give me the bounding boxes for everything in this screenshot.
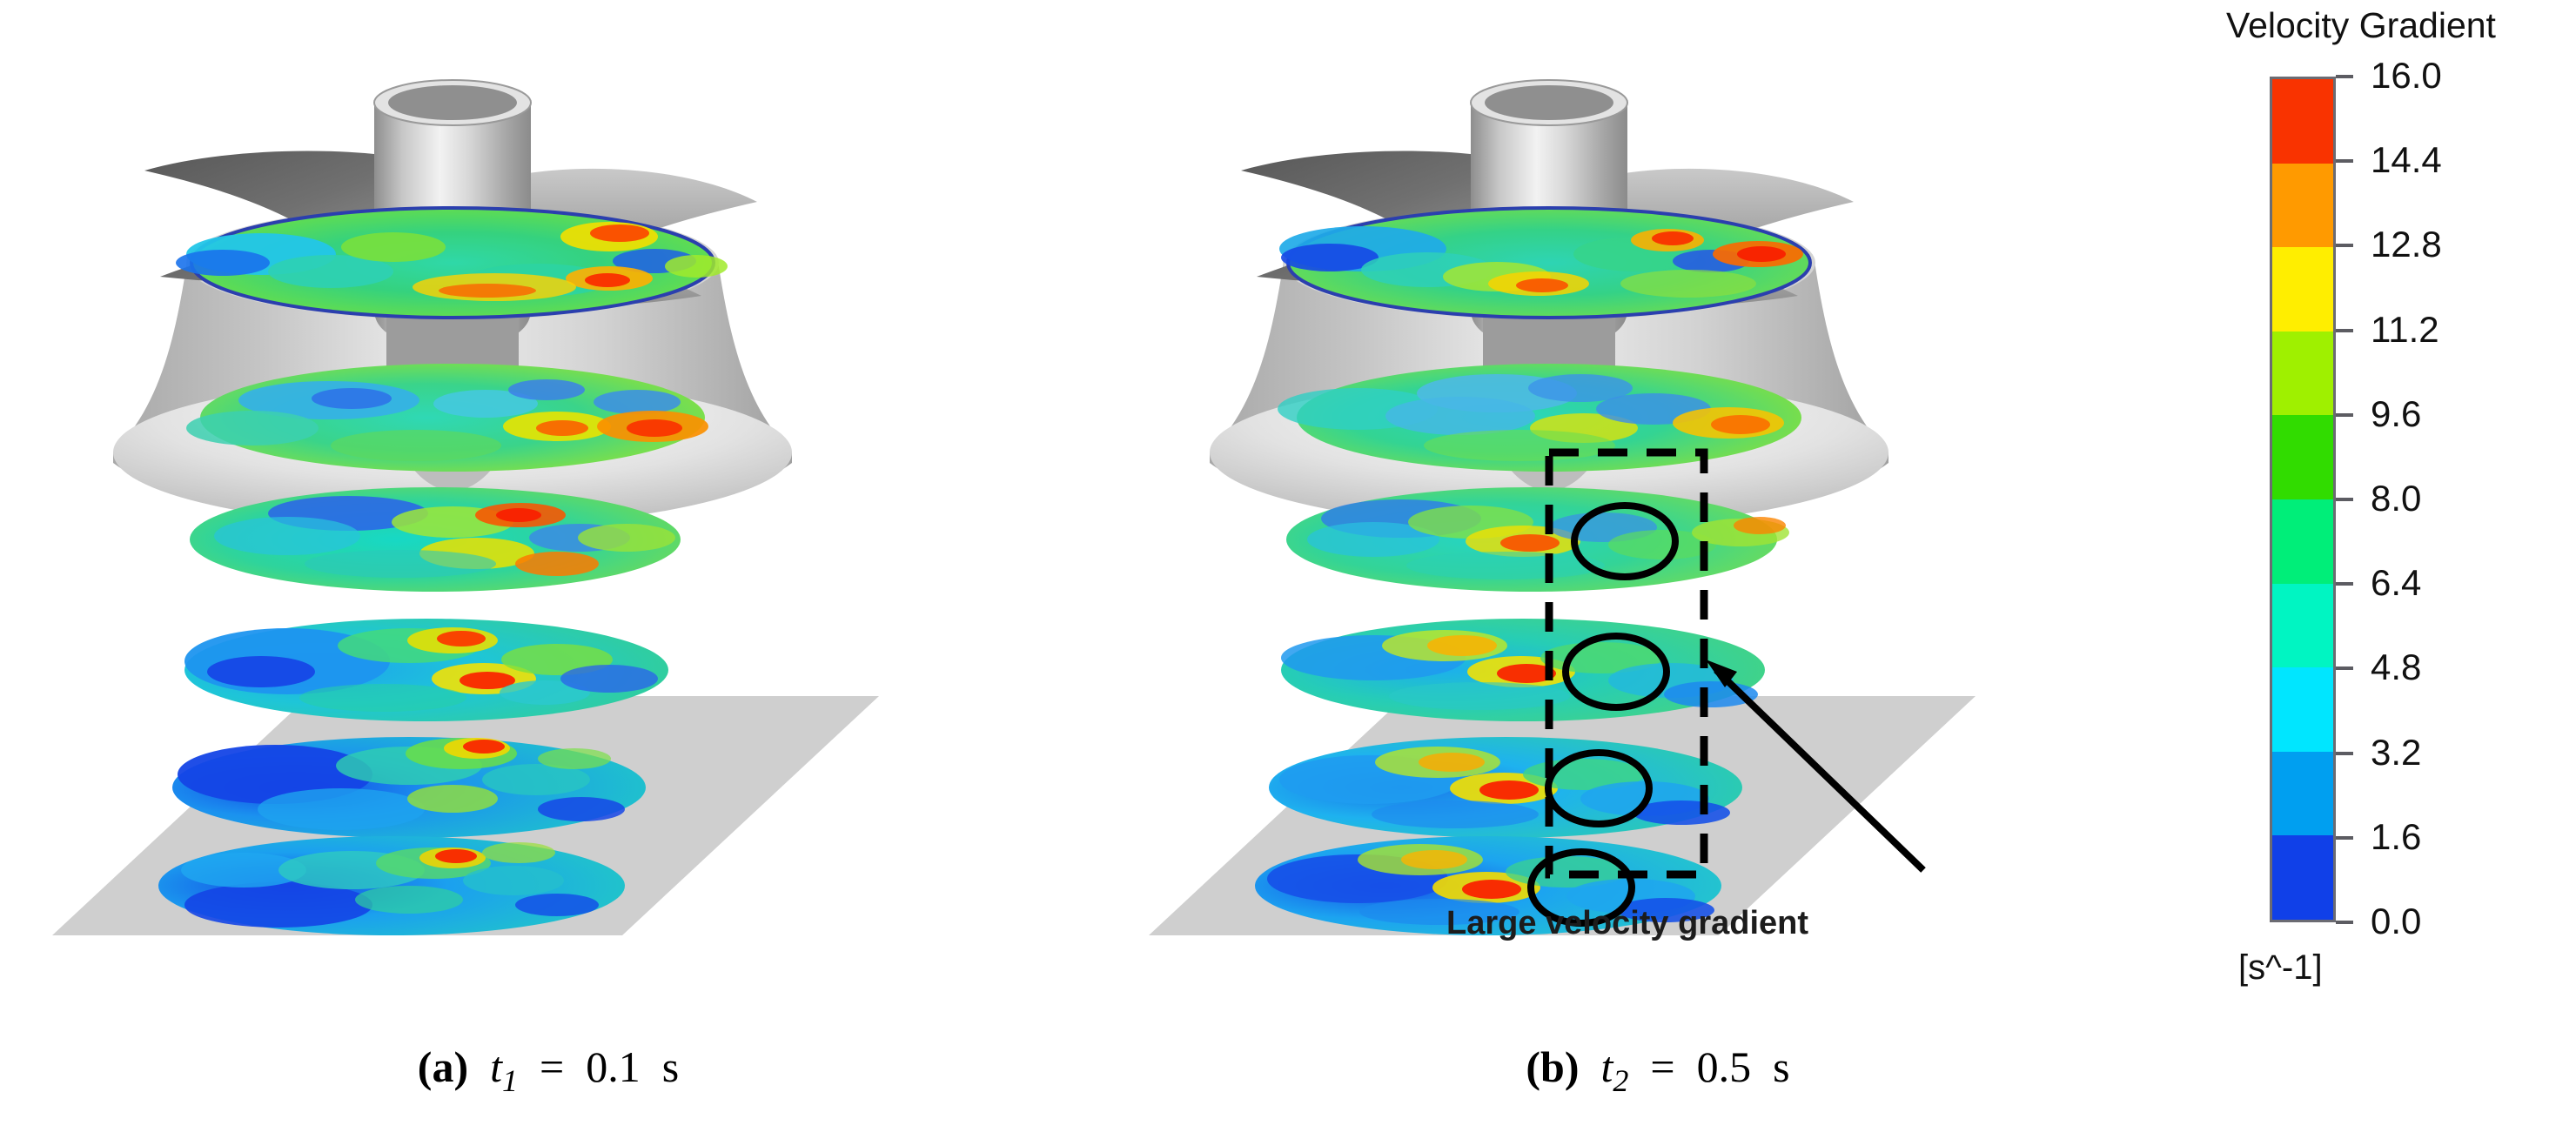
tick-label: 8.0 <box>2371 478 2422 519</box>
colorbar-band <box>2272 79 2333 164</box>
contour-slice <box>1269 737 1742 838</box>
colorbar-band <box>2272 163 2333 248</box>
legend-units: [s^-1] <box>2238 948 2323 987</box>
hotspot-circle <box>1527 848 1635 927</box>
contour-slice <box>184 619 668 721</box>
caption-panel-a: (a) t1 = 0.1 s <box>0 1042 1097 1099</box>
caption-a-value: 0.1 <box>586 1042 641 1091</box>
tick-mark <box>2336 835 2353 840</box>
caption-b-equals: = <box>1650 1042 1675 1091</box>
caption-a-variable: t <box>490 1042 503 1091</box>
tick-label: 9.6 <box>2371 392 2422 434</box>
tick-mark <box>2336 921 2353 924</box>
tick-mark <box>2336 498 2353 501</box>
panel-a-t1: (a) t1 = 0.1 s <box>0 0 1097 1132</box>
tick-label: 16.0 <box>2371 55 2442 96</box>
caption-b-tag: (b) <box>1526 1042 1580 1091</box>
tick-label: 0.0 <box>2371 901 2422 941</box>
tick-mark <box>2336 751 2353 755</box>
tick-mark <box>2336 75 2353 78</box>
tick-label: 14.4 <box>2371 139 2442 181</box>
colorbar-band <box>2272 583 2333 668</box>
tick-mark <box>2336 159 2353 164</box>
annotation-label: Large velocity gradient <box>1446 905 1809 941</box>
tick-mark <box>2336 328 2353 332</box>
contour-slice <box>1279 206 1812 319</box>
caption-a-tag: (a) <box>417 1042 469 1091</box>
contour-slice <box>1281 619 1765 721</box>
colorbar-ticks: 16.0 14.4 12.8 11.2 9.6 8.0 6.4 4.8 3.2 1.6 0.0 <box>2336 57 2553 940</box>
colorbar-legend: Velocity Gradient 16.0 14.4 12.8 11.2 9.6 8.0… <box>2219 0 2576 1132</box>
contour-slice <box>1278 364 1801 472</box>
legend-title: Velocity Gradient <box>2226 5 2496 45</box>
tick-mark <box>2336 582 2353 586</box>
tick-label: 3.2 <box>2371 731 2422 773</box>
tick-mark <box>2336 244 2353 248</box>
tick-label: 4.8 <box>2371 646 2422 688</box>
contour-slice <box>172 737 646 838</box>
panel-a-canvas <box>52 79 879 935</box>
tick-mark <box>2336 412 2353 417</box>
contour-slice <box>186 364 708 472</box>
caption-b-variable: t <box>1600 1042 1613 1091</box>
annotation-arrow <box>1706 660 1926 873</box>
caption-b-subscript: 2 <box>1613 1063 1629 1098</box>
tick-label: 6.4 <box>2371 562 2422 604</box>
contour-slice <box>1255 836 1721 935</box>
hotspot-circle <box>1545 749 1653 827</box>
panel-b-canvas <box>1149 79 1976 935</box>
contour-slice <box>190 487 681 592</box>
caption-a-subscript: 1 <box>502 1063 519 1098</box>
tick-label: 1.6 <box>2371 815 2422 857</box>
colorbar-band <box>2272 667 2333 752</box>
tick-mark <box>2336 666 2353 671</box>
panel-b-t2: Large velocity gradient (b) t2 = 0.5 s <box>1097 0 2219 1132</box>
caption-a-equals: = <box>540 1042 565 1091</box>
colorbar-band <box>2272 247 2333 332</box>
caption-panel-b: (b) t2 = 0.5 s <box>1097 1042 2219 1099</box>
colorbar-band <box>2272 835 2333 920</box>
colorbar-band <box>2272 331 2333 416</box>
colorbar-band <box>2272 415 2333 499</box>
hotspot-circle <box>1571 502 1679 580</box>
contour-slice <box>158 836 625 935</box>
colorbar-band <box>2272 499 2333 584</box>
colorbar <box>2270 77 2336 922</box>
caption-b-value: 0.5 <box>1696 1042 1752 1091</box>
tick-label: 11.2 <box>2371 308 2439 350</box>
caption-a-unit: s <box>661 1042 680 1091</box>
hotspot-circle <box>1562 633 1670 711</box>
caption-b-unit: s <box>1773 1042 1790 1091</box>
contour-slice <box>176 206 728 319</box>
tick-label: 12.8 <box>2371 224 2442 265</box>
colorbar-band <box>2272 751 2333 836</box>
